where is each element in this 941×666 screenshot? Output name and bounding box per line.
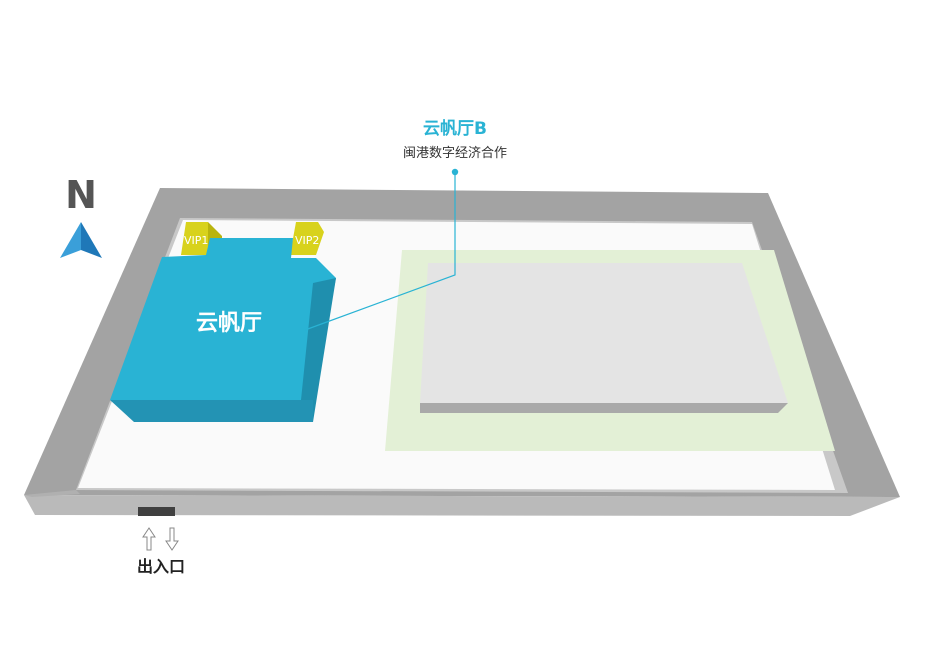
yunfan-hall[interactable]: 云帆厅 (110, 238, 336, 422)
in-out-arrows-icon (142, 527, 179, 551)
vip-room-1-label: VIP1 (184, 234, 208, 247)
entrance-label: 出入口 (137, 557, 185, 576)
hall-callout: 云帆厅B 闽港数字经济合作 (304, 118, 507, 331)
entrance-door (138, 507, 175, 516)
compass-label: N (65, 173, 97, 217)
exhibition-platform (420, 263, 788, 413)
vip-room-2-label: VIP2 (295, 234, 319, 247)
vip-room-2[interactable]: VIP2 (290, 222, 324, 255)
hall-label: 云帆厅 (196, 311, 262, 336)
compass: N (60, 173, 102, 258)
callout-title: 云帆厅B (423, 118, 487, 139)
callout-subtitle: 闽港数字经济合作 (403, 146, 507, 161)
entrance[interactable]: 出入口 (137, 507, 185, 576)
north-arrow-icon (60, 222, 102, 258)
